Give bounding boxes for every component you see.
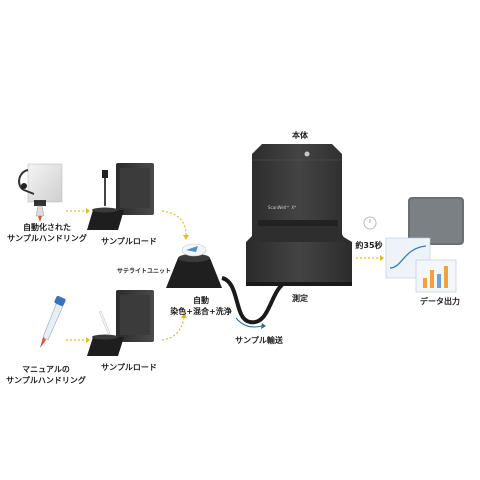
label-manual-handling-line2: サンプルハンドリング bbox=[6, 376, 86, 385]
label-satellite-unit: サテライトユニット bbox=[116, 268, 171, 275]
label-measurement: 測定 bbox=[292, 294, 308, 303]
clock-icon bbox=[363, 216, 377, 230]
main-instrument-icon bbox=[246, 144, 352, 286]
flow-arrow-2 bbox=[161, 210, 187, 236]
label-sample-load-top: サンプルロード bbox=[101, 237, 157, 246]
device-brand-text: ScanWell™ X* bbox=[267, 205, 297, 210]
satellite-unit-icon bbox=[166, 243, 222, 288]
data-output-icon bbox=[385, 197, 464, 293]
label-data-output: データ出力 bbox=[420, 297, 460, 306]
automated-handler-icon bbox=[18, 163, 63, 222]
flow-arrow-4-head bbox=[181, 312, 187, 318]
label-duration: 約35秒 bbox=[355, 241, 383, 250]
flow-arrow-4 bbox=[161, 317, 185, 341]
sample-loader-bottom-icon bbox=[87, 290, 154, 356]
label-sample-transport: サンプル輸送 bbox=[235, 336, 283, 345]
transport-arrow-head bbox=[261, 323, 266, 329]
label-sample-load-bottom: サンプルロード bbox=[101, 363, 157, 372]
manual-pipette-icon bbox=[40, 295, 66, 348]
label-main-unit: 本体 bbox=[292, 131, 308, 140]
label-manual-handling: マニュアルの サンプルハンドリング bbox=[4, 364, 88, 386]
flow-arrow-5-head bbox=[380, 255, 384, 261]
flow-arrow-2-head bbox=[183, 235, 189, 240]
label-auto-handling-line1: 自動化された bbox=[23, 223, 71, 232]
sample-loader-top-icon bbox=[87, 163, 154, 230]
label-stain-mix-wash: 染色+混合+洗浄 bbox=[170, 307, 232, 316]
flow-arrow-3-head bbox=[86, 337, 90, 343]
transport-arrow-icon bbox=[235, 317, 263, 328]
label-auto-process: 自動 染色+混合+洗浄 bbox=[158, 295, 244, 317]
label-manual-handling-line1: マニュアルの bbox=[22, 365, 70, 374]
label-auto: 自動 bbox=[193, 296, 209, 305]
label-auto-handling-line2: サンプルハンドリング bbox=[7, 234, 87, 243]
label-auto-handling: 自動化された サンプルハンドリング bbox=[6, 222, 88, 244]
transport-tube bbox=[221, 276, 288, 325]
flow-arrow-1-head bbox=[86, 208, 90, 214]
